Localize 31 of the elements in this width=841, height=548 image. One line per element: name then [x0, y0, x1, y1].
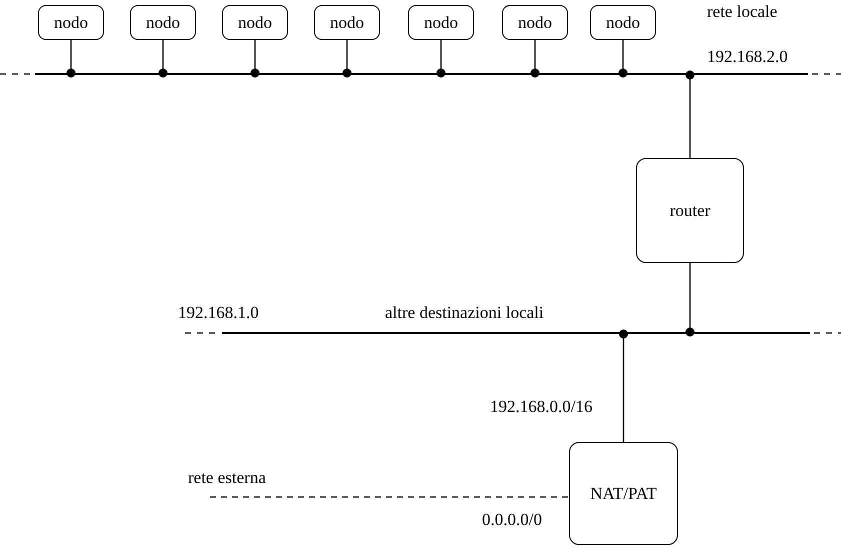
network-device-box: [590, 5, 656, 40]
network-device-box: [502, 5, 568, 40]
connector-line: [618, 40, 628, 78]
network-device-box: [636, 158, 744, 263]
network-device-box: [38, 5, 104, 40]
device-name: nodo: [54, 12, 88, 32]
device-name: nodo: [424, 12, 458, 32]
device-name: nodo: [238, 12, 272, 32]
connector-line: [619, 330, 628, 442]
connector-line: [530, 40, 540, 78]
network-device-box: [569, 442, 678, 545]
connector-line: [210, 496, 569, 498]
device-name: NAT/PAT: [590, 484, 657, 504]
network-device-box: [222, 5, 288, 40]
connector-line: [342, 40, 352, 78]
connector-line: [158, 40, 168, 78]
device-name: nodo: [606, 12, 640, 32]
device-name: nodo: [146, 12, 180, 32]
connector-line: [436, 40, 446, 78]
device-name: nodo: [518, 12, 552, 32]
network-bus-line: [35, 73, 808, 75]
network-device-box: [314, 5, 380, 40]
connector-line: [66, 40, 76, 78]
network-device-box: [130, 5, 196, 40]
network-bus-line: [222, 332, 810, 334]
connector-line: [250, 40, 260, 78]
connector-line: [686, 263, 694, 336]
device-name: nodo: [330, 12, 364, 32]
network-device-box: [408, 5, 474, 40]
connector-line: [686, 70, 694, 158]
device-name: router: [670, 200, 710, 220]
